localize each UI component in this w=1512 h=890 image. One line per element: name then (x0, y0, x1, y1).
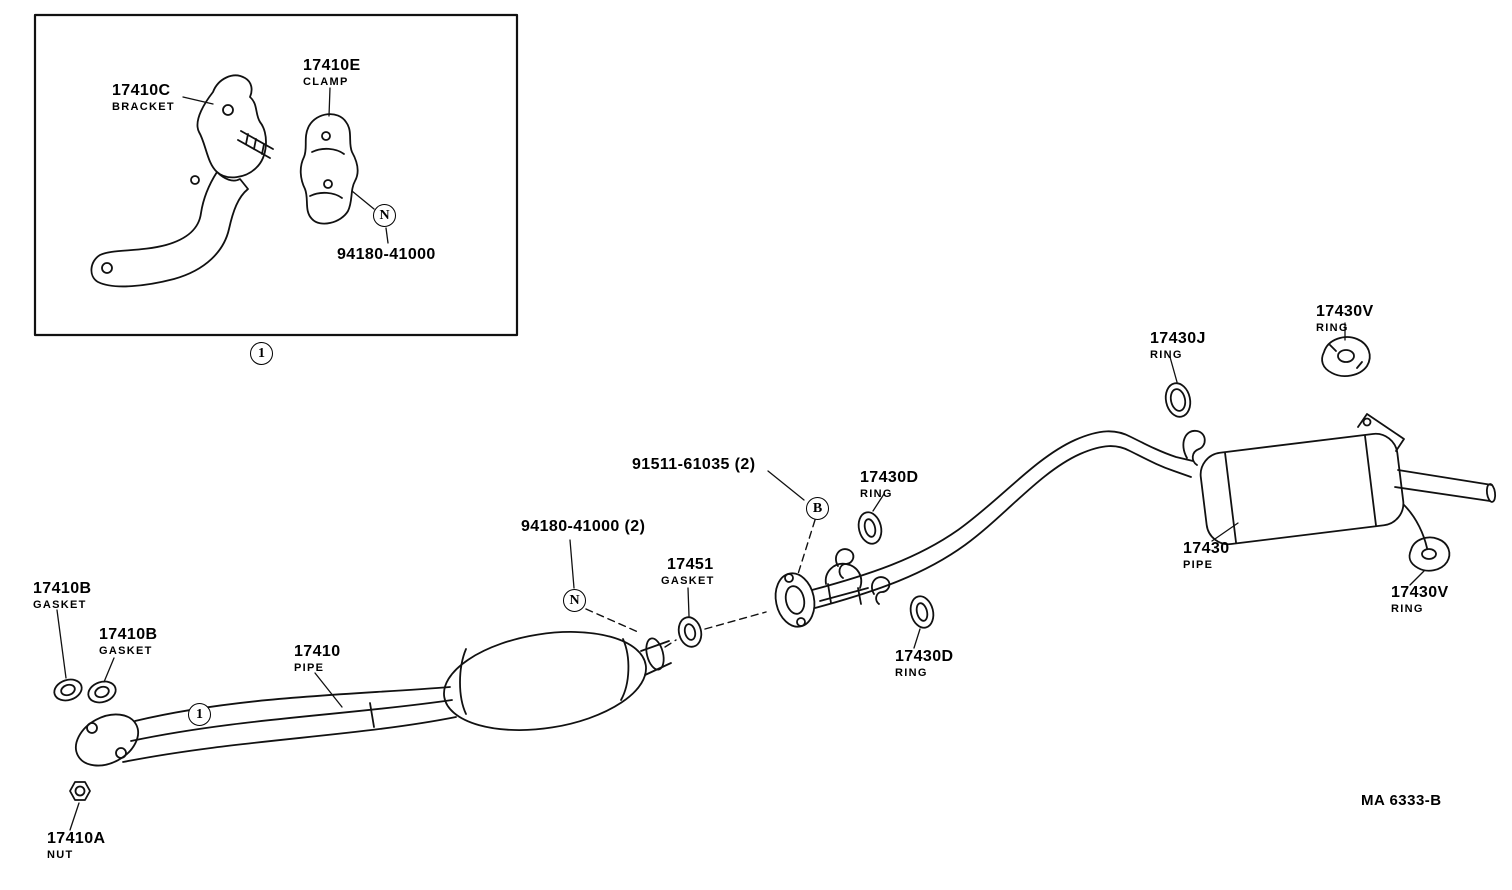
label-bracket-17410c: 17410C BRACKET (112, 82, 175, 113)
part-desc: CLAMP (303, 75, 349, 88)
drawing-code: MA 6333-B (1361, 792, 1442, 809)
label-ring-17430v-bottom: 17430V RING (1391, 584, 1449, 615)
leader-lines (56, 322, 1425, 831)
tail-pipe-17430-shape (811, 430, 1206, 609)
part-desc: GASKET (99, 644, 153, 657)
label-clamp-17410e: 17410E CLAMP (303, 57, 361, 88)
label-pipe-17410: 17410 PIPE (294, 643, 341, 674)
label-ring-17430j: 17430J RING (1150, 330, 1206, 361)
part-desc: GASKET (33, 598, 87, 611)
symbol-n-main: N (563, 589, 586, 612)
callout-1-main: 1 (188, 703, 211, 726)
front-pipe-17410-shape (122, 686, 457, 763)
part-desc: RING (1316, 321, 1349, 334)
part-number: 17430J (1150, 330, 1206, 347)
part-desc: RING (895, 666, 928, 679)
label-ring-17430d-bottom: 17430D RING (895, 648, 954, 679)
part-number: 17451 (667, 556, 714, 573)
part-number: 17410A (47, 830, 106, 847)
part-number: 17410 (294, 643, 341, 660)
part-number: 17430V (1316, 303, 1374, 320)
gasket-17451-shape (677, 616, 703, 648)
rear-muffler-shape (1199, 432, 1405, 546)
nut-17410a-shape (69, 781, 91, 801)
hanger-17430v-top-shape (1321, 336, 1371, 377)
center-muffler-shape (443, 631, 672, 731)
part-number: 17430 (1183, 540, 1230, 557)
part-desc: RING (1391, 602, 1424, 615)
symbol-b-main: B (806, 497, 829, 520)
label-bolt-91511: 91511-61035 (2) (632, 456, 756, 474)
part-desc: RING (860, 487, 893, 500)
part-number: 17410B (99, 626, 158, 643)
label-ring-17430v-top: 17430V RING (1316, 303, 1374, 334)
part-number: 17430D (895, 648, 954, 665)
part-desc: NUT (47, 848, 74, 861)
callout-1-inset: 1 (250, 342, 273, 365)
part-desc: GASKET (661, 574, 715, 587)
hanger-hooks-shape (819, 548, 891, 605)
bracket-17410c-shape (90, 74, 274, 288)
part-number: 17410C (112, 82, 171, 99)
front-flange-shape (75, 713, 139, 767)
ring-17430d-bottom-shape (909, 595, 935, 629)
symbol-n-inset: N (373, 204, 396, 227)
part-number: 17430V (1391, 584, 1449, 601)
joint-flange-shape (774, 572, 816, 628)
part-number: 17410E (303, 57, 361, 74)
part-number: 94180-41000 (2) (521, 518, 646, 535)
inset-leader-lines (182, 87, 389, 244)
hanger-17430v-bottom-shape (1408, 536, 1451, 572)
part-desc: BRACKET (112, 100, 175, 113)
label-gasket-17451: 17451 GASKET (661, 556, 715, 587)
clamp-17410e-shape (299, 113, 359, 225)
dashed-links (585, 519, 816, 648)
part-desc: PIPE (1183, 558, 1214, 571)
label-gasket-17410b-inner: 17410B GASKET (99, 626, 158, 657)
gaskets-17410b-shape (53, 678, 117, 704)
part-desc: RING (1150, 348, 1183, 361)
label-stud-94180: 94180-41000 (337, 246, 436, 264)
inset-frame (33, 13, 519, 337)
ring-17430d-top-shape (857, 511, 883, 545)
part-number: 17410B (33, 580, 92, 597)
part-number: 91511-61035 (2) (632, 456, 756, 473)
rear-bracket-tailpipe-shape (1357, 413, 1497, 549)
label-nut-94180: 94180-41000 (2) (521, 518, 646, 536)
ring-17430j-shape (1164, 382, 1192, 418)
part-number: 17430D (860, 469, 919, 486)
label-pipe-17430: 17430 PIPE (1183, 540, 1230, 571)
part-number: 94180-41000 (337, 246, 436, 263)
label-ring-17430d-top: 17430D RING (860, 469, 919, 500)
label-gasket-17410b-outer: 17410B GASKET (33, 580, 92, 611)
label-nut-17410a: 17410A NUT (47, 830, 106, 861)
part-desc: PIPE (294, 661, 325, 674)
